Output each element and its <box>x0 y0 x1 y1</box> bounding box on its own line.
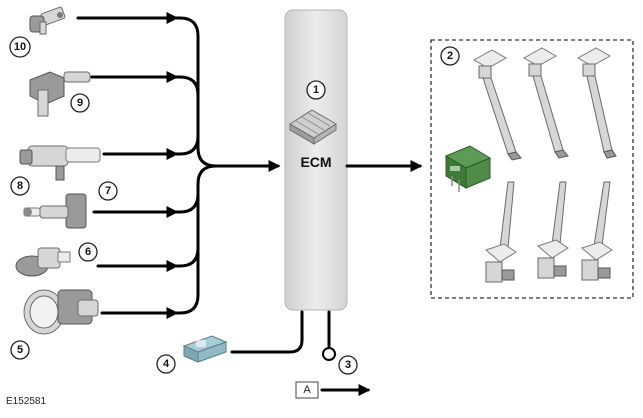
callout-6-label: 6 <box>85 246 91 258</box>
view-reference-letter: A <box>303 384 311 396</box>
callout-5-label: 5 <box>17 344 23 356</box>
ignition-coil-5 <box>537 181 569 279</box>
callout-10-label: 10 <box>14 41 26 53</box>
callout-2-label: 2 <box>447 50 453 62</box>
sensor-6 <box>15 247 71 277</box>
callout-4-label: 4 <box>163 358 170 370</box>
ecm-label: ECM <box>300 154 331 170</box>
fuse-supply-wire <box>230 310 304 354</box>
callout-9: 9 <box>70 93 90 113</box>
input-wiring <box>76 12 281 319</box>
callout-1: 1 <box>306 80 326 100</box>
throttle-body <box>23 289 99 335</box>
callout-7-label: 7 <box>105 185 111 197</box>
callout-10: 10 <box>9 36 31 58</box>
output-components-box <box>430 39 634 299</box>
callout-7: 7 <box>98 181 118 201</box>
fuse-component <box>182 335 228 363</box>
view-reference: A <box>295 381 371 399</box>
ignition-coil-4 <box>485 181 517 283</box>
sensor-7 <box>23 193 87 229</box>
callout-8: 8 <box>10 176 30 196</box>
callout-8-label: 8 <box>17 180 23 192</box>
sensor-8 <box>19 145 101 181</box>
callout-3-label: 3 <box>345 359 351 371</box>
relay-component <box>444 145 492 192</box>
callout-2: 2 <box>440 46 460 66</box>
figure-id: E152581 <box>6 396 46 407</box>
ecm-chip-icon <box>289 109 337 145</box>
ignition-coil-2 <box>522 47 569 159</box>
ignition-coil-3 <box>576 47 617 159</box>
callout-4: 4 <box>156 354 176 374</box>
callout-5: 5 <box>10 340 30 360</box>
ground-terminal <box>322 347 336 361</box>
callout-1-label: 1 <box>313 84 319 96</box>
callout-6: 6 <box>78 242 98 262</box>
ignition-coil-6 <box>581 181 613 281</box>
callout-9-label: 9 <box>77 97 83 109</box>
sensor-9 <box>29 71 91 117</box>
ignition-coil-1 <box>472 49 522 161</box>
callout-3: 3 <box>338 355 358 375</box>
sensor-10 <box>29 6 66 35</box>
ecm-module <box>284 9 348 311</box>
